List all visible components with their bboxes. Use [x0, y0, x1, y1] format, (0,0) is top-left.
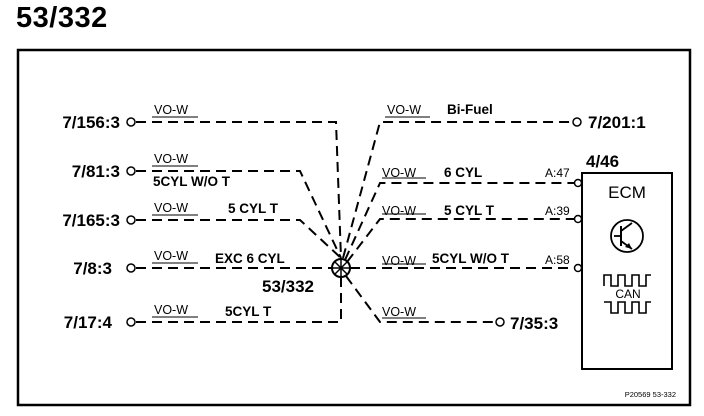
wire-option-tag: 5CYL W/O T — [153, 174, 231, 189]
wire-color-label: VO-W — [382, 305, 416, 319]
terminal-pin[interactable] — [126, 117, 136, 127]
wire-color-label: VO-W — [154, 201, 188, 215]
wire-left-4[interactable] — [126, 262, 332, 273]
terminal-pin[interactable] — [495, 317, 505, 327]
terminal-label: 7/8:3 — [73, 259, 112, 278]
transistor-icon — [610, 219, 644, 253]
ecm-pin-label: A:47 — [545, 166, 570, 180]
wire-color-label: VO-W — [154, 103, 188, 117]
ecm-pin-label: A:58 — [545, 253, 570, 267]
figure-reference: P20569 53-332 — [625, 390, 676, 399]
can-bus-icon — [603, 274, 651, 314]
terminal-label: 7/17:4 — [64, 313, 113, 332]
ecm-pin[interactable] — [573, 263, 583, 273]
wire-right-5[interactable] — [345, 275, 505, 327]
wire-option-tag: 5 CYL T — [444, 203, 495, 218]
ecm-pin-label: A:39 — [545, 204, 570, 218]
wire-option-tag: 5CYL W/O T — [432, 251, 510, 266]
terminal-label: 7/165:3 — [62, 211, 120, 230]
wire-option-tag: Bi-Fuel — [447, 102, 493, 117]
can-label: CAN — [615, 287, 640, 301]
ecm-pin[interactable] — [573, 214, 583, 224]
splice-point[interactable] — [331, 258, 351, 278]
wire-color-label: VO-W — [382, 254, 416, 268]
terminal-label: 7/201:1 — [588, 113, 646, 132]
page-title: 53/332 — [16, 2, 108, 34]
terminal-pin[interactable] — [126, 215, 136, 225]
wire-color-label: VO-W — [154, 249, 188, 263]
wire-left-1[interactable] — [126, 116, 342, 259]
wire-color-label: VO-W — [382, 204, 416, 218]
wire-color-label: VO-W — [382, 166, 416, 180]
wire-left-3[interactable] — [126, 214, 342, 259]
ecm-connector-label: 4/46 — [586, 152, 619, 171]
wire-option-tag: 5CYL T — [225, 304, 272, 319]
ecm-pin[interactable] — [573, 178, 583, 188]
ecm-label: ECM — [608, 183, 646, 202]
wire-option-tag: 5 CYL T — [228, 201, 279, 216]
wire-color-label: VO-W — [387, 103, 421, 117]
splice-label: 53/332 — [262, 277, 314, 296]
terminal-pin[interactable] — [126, 317, 136, 327]
wire-option-tag: EXC 6 CYL — [215, 251, 285, 266]
wire-color-label: VO-W — [154, 152, 188, 166]
terminal-label: 7/81:3 — [72, 162, 120, 181]
terminal-label: 7/156:3 — [62, 113, 120, 132]
wire-left-2[interactable] — [126, 165, 342, 259]
wire-left-5[interactable] — [126, 278, 342, 327]
diagram-border — [16, 48, 692, 407]
wire-color-label: VO-W — [154, 303, 188, 317]
terminal-pin[interactable] — [126, 263, 136, 273]
ecm-module[interactable] — [581, 172, 673, 370]
wire-right-1[interactable] — [342, 116, 582, 259]
terminal-pin[interactable] — [572, 117, 582, 127]
terminal-pin[interactable] — [126, 166, 136, 176]
wire-option-tag: 6 CYL — [444, 165, 482, 180]
terminal-label: 7/35:3 — [510, 314, 558, 333]
